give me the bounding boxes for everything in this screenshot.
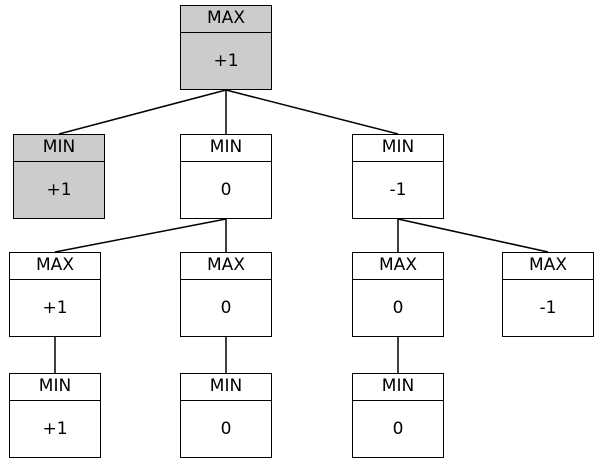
tree-node-b2a: MIN 0 (180, 373, 272, 458)
node-value: 0 (220, 180, 232, 200)
node-type-label: MIN (14, 135, 104, 162)
tree-node-c1: MAX 0 (352, 252, 444, 337)
tree-node-b2: MAX 0 (180, 252, 272, 337)
tree-node-b1: MAX +1 (9, 252, 101, 337)
node-value: 0 (220, 419, 232, 439)
node-type-label: MIN (181, 135, 271, 162)
tree-edge-root-c (225, 89, 399, 135)
node-value: 0 (392, 298, 404, 318)
node-value: -1 (389, 180, 407, 200)
node-value: 0 (392, 419, 404, 439)
tree-node-c1a: MIN 0 (352, 373, 444, 458)
node-value: 0 (220, 298, 232, 318)
tree-edge-b-b1 (54, 218, 227, 253)
node-value: -1 (539, 298, 557, 318)
tree-node-c: MIN -1 (352, 134, 444, 219)
node-type-label: MIN (181, 374, 271, 401)
node-type-label: MIN (10, 374, 100, 401)
tree-node-root: MAX +1 (180, 5, 272, 90)
node-value: +1 (42, 298, 68, 318)
tree-edge-root-a (58, 89, 227, 135)
node-type-label: MAX (181, 6, 271, 33)
node-type-label: MAX (181, 253, 271, 280)
node-type-label: MAX (503, 253, 593, 280)
tree-edge-c-c2 (397, 218, 549, 253)
node-type-label: MIN (353, 135, 443, 162)
tree-node-a: MIN +1 (13, 134, 105, 219)
node-value: +1 (46, 180, 72, 200)
node-type-label: MAX (10, 253, 100, 280)
node-value: +1 (213, 51, 239, 71)
node-value: +1 (42, 419, 68, 439)
tree-node-b: MIN 0 (180, 134, 272, 219)
tree-node-c2: MAX -1 (502, 252, 594, 337)
tree-node-b1a: MIN +1 (9, 373, 101, 458)
node-type-label: MAX (353, 253, 443, 280)
node-type-label: MIN (353, 374, 443, 401)
